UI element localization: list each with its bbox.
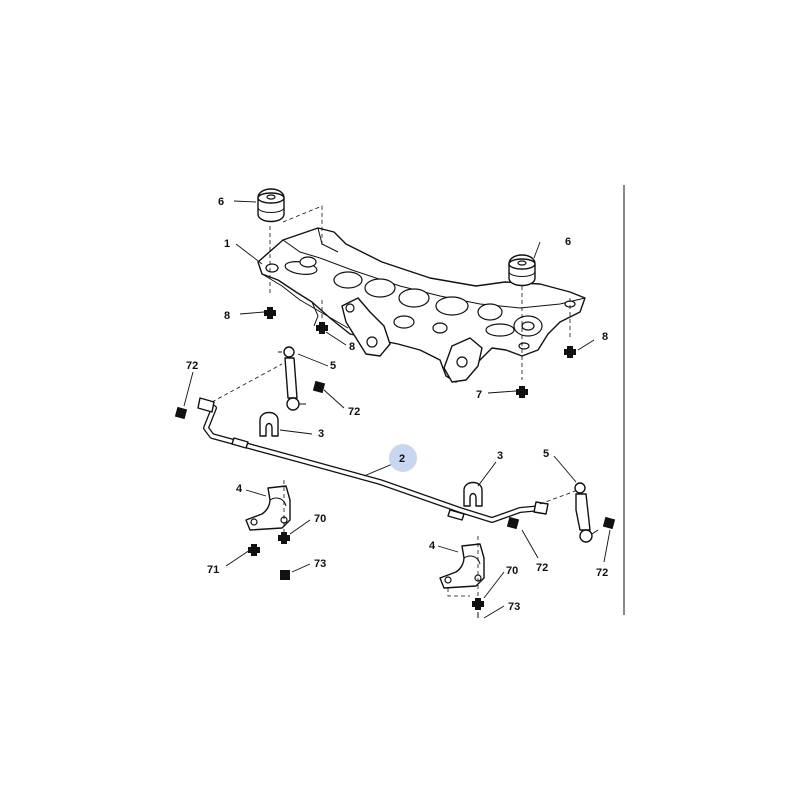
bushing-left xyxy=(259,411,279,437)
callout-72: 72 xyxy=(348,406,360,418)
fastener-cross-marker xyxy=(316,322,328,334)
fastener-cross-marker xyxy=(472,598,484,610)
clamp-right xyxy=(439,536,485,600)
callout-4: 4 xyxy=(429,540,436,552)
fastener-square-marker xyxy=(174,406,188,420)
rubber-mount-left xyxy=(257,188,285,223)
callout-70: 70 xyxy=(314,513,326,525)
fastener-cross-marker xyxy=(248,544,260,556)
link-rod-left xyxy=(278,346,306,411)
alignment-line xyxy=(282,205,323,246)
rubber-mount-right xyxy=(508,254,536,287)
fastener-cross-marker xyxy=(278,532,290,544)
fastener-square-marker xyxy=(602,516,616,530)
callout-71: 71 xyxy=(207,564,219,576)
callout-72: 72 xyxy=(186,360,198,372)
link-rod-right xyxy=(574,482,599,543)
fastener-cross-marker xyxy=(564,346,576,358)
callout-4: 4 xyxy=(236,483,243,495)
fastener-square-marker xyxy=(312,380,326,394)
fastener-cross-marker xyxy=(516,386,528,398)
fastener-square-marker xyxy=(280,570,290,580)
stabilizer-bar xyxy=(197,397,549,523)
fastener-cross-marker xyxy=(264,307,276,319)
callout-73: 73 xyxy=(314,558,326,570)
callout-5: 5 xyxy=(330,360,336,372)
callout-2: 2 xyxy=(399,453,405,465)
callout-7: 7 xyxy=(476,389,482,401)
alignment-line xyxy=(539,489,579,505)
callout-8: 8 xyxy=(224,310,230,322)
callout-3: 3 xyxy=(318,428,324,440)
leader-lines xyxy=(183,200,611,619)
callout-72: 72 xyxy=(596,567,608,579)
callout-5: 5 xyxy=(543,448,549,460)
callout-6: 6 xyxy=(565,236,571,248)
callout-1: 1 xyxy=(224,238,230,250)
callout-3: 3 xyxy=(497,450,503,462)
callout-8: 8 xyxy=(349,341,355,353)
callout-8: 8 xyxy=(602,331,608,343)
callout-6: 6 xyxy=(218,196,224,208)
callout-73: 73 xyxy=(508,601,520,613)
alignment-line xyxy=(211,363,283,403)
clamp-left xyxy=(245,480,291,540)
bushing-right xyxy=(463,481,483,507)
subframe xyxy=(257,227,586,383)
callout-70: 70 xyxy=(506,565,518,577)
callout-72: 72 xyxy=(536,562,548,574)
fastener-square-marker xyxy=(506,516,520,530)
callout-highlight xyxy=(389,444,417,472)
